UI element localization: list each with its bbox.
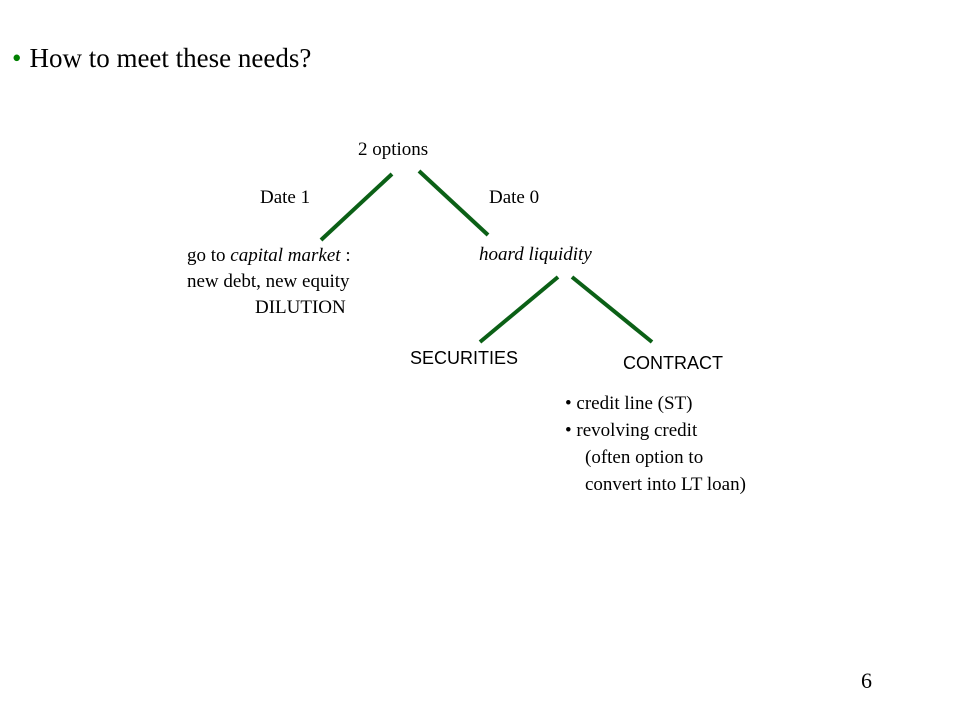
- capital-market-line-2: new debt, new equity: [187, 271, 350, 292]
- dilution-label: DILUTION: [255, 297, 346, 318]
- detail-revolving-credit: • revolving credit: [565, 420, 698, 441]
- root-node: 2 options: [358, 139, 429, 160]
- capital-market-node: go to capital market : new debt, new equ…: [187, 243, 351, 321]
- contract-details: • credit line (ST) • revolving credit (o…: [565, 391, 746, 499]
- capital-market-line-1: go to capital market :: [187, 243, 351, 269]
- contract-node: CONTRACT: [623, 353, 723, 373]
- edge-label-date-1: Date 1: [260, 187, 311, 208]
- capital-market-prefix: go to: [187, 245, 231, 266]
- edge-root-left: [319, 172, 394, 242]
- edge-hoard-securities: [478, 275, 560, 344]
- detail-option-line-1: (often option to: [585, 447, 704, 468]
- slide-title: •How to meet these needs?: [12, 40, 311, 76]
- edge-hoard-contract: [570, 275, 654, 344]
- detail-credit-line: • credit line (ST): [565, 393, 693, 414]
- detail-option-line-2: convert into LT loan): [585, 474, 746, 495]
- title-text: How to meet these needs?: [29, 43, 312, 73]
- capital-market-suffix: :: [340, 245, 351, 266]
- title-bullet: •: [12, 43, 22, 73]
- securities-node: SECURITIES: [410, 348, 519, 368]
- page-number: 6: [861, 668, 872, 693]
- hoard-liquidity-node: hoard liquidity: [479, 244, 592, 265]
- edge-root-right: [417, 169, 490, 237]
- capital-market-term: capital market: [230, 245, 341, 266]
- edge-label-date-0: Date 0: [489, 187, 540, 208]
